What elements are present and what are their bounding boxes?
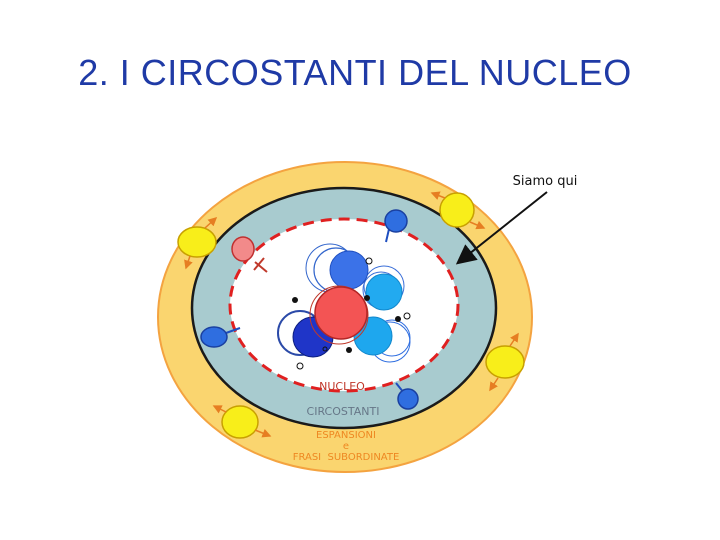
label-e: e <box>343 441 349 452</box>
label-circostanti: CIRCOSTANTI <box>307 405 380 418</box>
label-frasi-subordinate: FRASI SUBORDINATE <box>293 452 400 463</box>
label-nucleo: NUCLEO <box>319 380 365 393</box>
yellow-ball-left-top <box>177 226 217 258</box>
blue-ball-left <box>200 326 228 348</box>
callout-arrow <box>455 191 548 265</box>
circostanti-balls <box>200 209 419 410</box>
espansioni-balls <box>177 191 525 439</box>
slide-title: 2. I CIRCOSTANTI DEL NUCLEO <box>78 52 632 93</box>
yellow-ball-right-bottom <box>485 345 525 379</box>
yellow-ball-left-bottom <box>221 405 259 439</box>
pink-ball <box>231 236 255 262</box>
nucleus-cluster <box>277 243 411 370</box>
nucleus-dashed-border <box>228 217 460 393</box>
yellow-ball-right-top <box>439 192 475 228</box>
blue-ball-bottom <box>397 388 419 410</box>
callout-label: Siamo qui <box>513 174 578 189</box>
blue-ball-top <box>384 209 408 233</box>
label-espansioni: ESPANSIONI <box>316 430 376 441</box>
